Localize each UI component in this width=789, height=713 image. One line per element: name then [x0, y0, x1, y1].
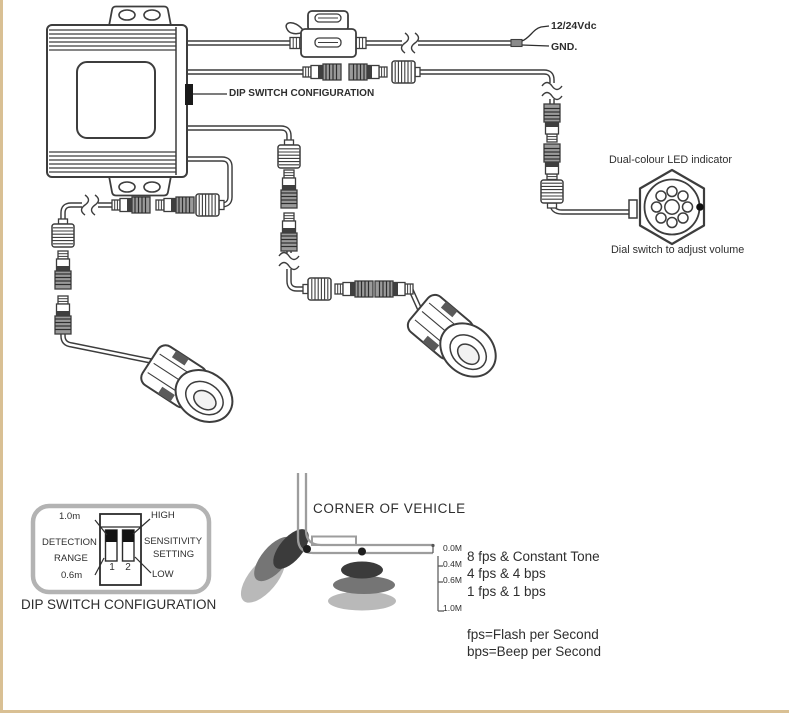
dip-panel-caption: DIP SWITCH CONFIGURATION — [21, 597, 217, 612]
corner-of-vehicle-diagram — [240, 473, 444, 612]
distance-0: 0.0M — [443, 543, 462, 553]
dip-switch-1-number: 1 — [109, 562, 115, 573]
corner-of-vehicle-title: CORNER OF VEHICLE — [313, 501, 466, 516]
rear-sensor-dot — [358, 547, 366, 556]
abbreviation-legend: fps=Flash per Second bps=Beep per Second — [467, 627, 601, 660]
distance-1: 0.4M — [443, 559, 462, 569]
range-max-label: 1.0m — [59, 511, 81, 522]
corner-sensor-dot — [303, 545, 311, 553]
distance-2: 0.6M — [443, 575, 462, 585]
mounting-tab-bottom — [107, 175, 173, 197]
power-positive-label: 12/24Vdc — [551, 20, 597, 32]
dip-switch-1-handle — [105, 530, 117, 542]
dip-switch-2-number: 2 — [125, 562, 131, 573]
sensitivity-low-label: LOW — [152, 569, 174, 580]
led-control-cable — [302, 60, 564, 209]
sensitivity-word: SENSITIVITY — [144, 536, 203, 547]
detection-zones — [240, 529, 396, 611]
detection-word: DETECTION — [42, 537, 97, 548]
fuse-holder — [285, 10, 367, 58]
dip-switch-panel — [30, 503, 212, 595]
sensor-cable-left — [51, 193, 225, 335]
range-min-label: 0.6m — [61, 570, 83, 581]
led-indicator-title: Dual-colour LED indicator — [609, 154, 733, 166]
volume-dial-caption: Dial switch to adjust volume — [611, 244, 745, 256]
page-edge-left — [0, 0, 3, 713]
sensitivity-high-label: HIGH — [151, 510, 175, 521]
range-word: RANGE — [54, 553, 88, 564]
volume-dial — [628, 168, 706, 246]
alert-list: 8 fps & Constant Tone 4 fps & 4 bps 1 fp… — [467, 549, 600, 601]
page-edge-bottom — [0, 710, 789, 713]
distance-scale — [432, 546, 444, 612]
alert-far: 1 fps & 1 bps — [467, 583, 546, 599]
ultrasonic-sensor-1 — [136, 340, 244, 434]
power-ground-label: GND. — [551, 41, 578, 53]
led-dot — [696, 203, 704, 211]
cables — [60, 40, 635, 364]
sensor-cable-middle — [277, 139, 414, 301]
power-wire-ends — [510, 25, 550, 48]
mounting-tab-top — [107, 5, 173, 27]
legend-bps: bps=Beep per Second — [467, 643, 601, 659]
legend-fps: fps=Flash per Second — [467, 627, 599, 642]
dip-switch — [185, 84, 227, 105]
alert-near: 8 fps & Constant Tone — [467, 549, 600, 564]
control-box — [46, 5, 227, 197]
distance-3: 1.0M — [443, 603, 462, 613]
alert-mid: 4 fps & 4 bps — [467, 566, 546, 582]
dip-config-pointer-label: DIP SWITCH CONFIGURATION — [229, 88, 375, 99]
dip-switch-2-handle — [122, 530, 134, 542]
setting-word: SETTING — [153, 549, 195, 560]
